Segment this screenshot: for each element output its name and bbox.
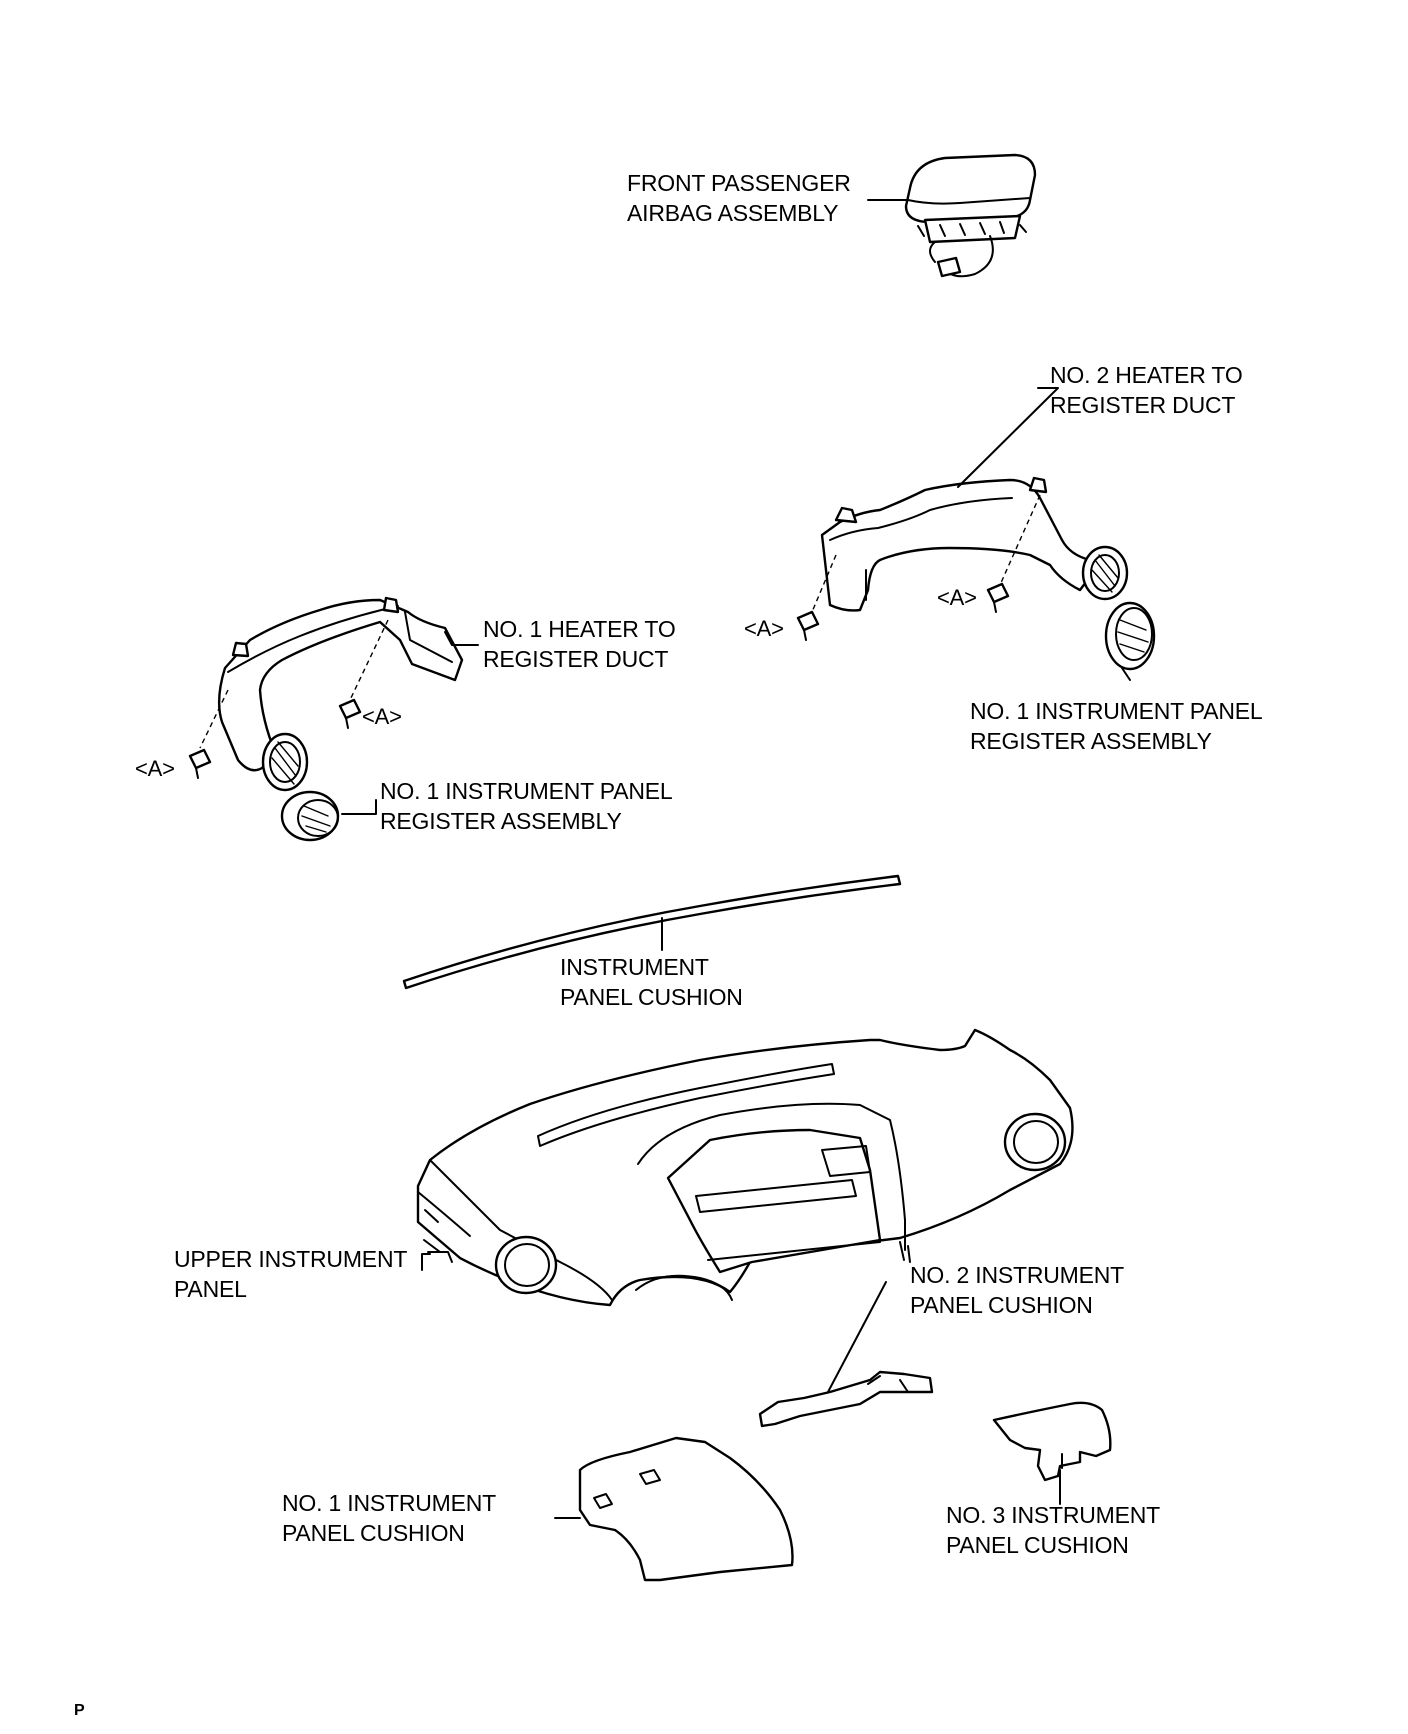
label-line: NO. 2 INSTRUMENT xyxy=(910,1262,1125,1288)
label-no1-heater-duct: NO. 1 HEATER TO REGISTER DUCT xyxy=(483,614,676,674)
screw-a-right-2 xyxy=(986,582,1010,613)
corner-mark: P xyxy=(74,1702,85,1719)
label-line: NO. 1 INSTRUMENT xyxy=(282,1490,497,1516)
register-left-drawing xyxy=(280,790,377,842)
no2-heater-duct-drawing xyxy=(811,476,1129,613)
label-screw-a: <A> xyxy=(744,616,784,641)
screw-a-right-1 xyxy=(796,610,820,641)
no1-heater-duct-drawing xyxy=(199,596,464,792)
label-screw-a: <A> xyxy=(135,756,175,781)
label-upper-instrument-panel: UPPER INSTRUMENT PANEL xyxy=(174,1244,407,1304)
upper-panel-leader xyxy=(421,1253,431,1271)
no3-cushion-drawing xyxy=(992,1401,1112,1505)
label-register-left: NO. 1 INSTRUMENT PANEL REGISTER ASSEMBLY xyxy=(380,776,673,836)
label-line: NO. 1 HEATER TO xyxy=(483,616,676,642)
duct2-leader xyxy=(957,387,1059,488)
label-line: REGISTER DUCT xyxy=(1050,392,1236,418)
label-line: PANEL CUSHION xyxy=(910,1292,1093,1318)
no1-cushion-drawing xyxy=(554,1436,794,1582)
register-right-drawing xyxy=(1104,601,1156,681)
label-line: REGISTER DUCT xyxy=(483,646,669,672)
label-line: NO. 1 INSTRUMENT PANEL xyxy=(380,778,673,804)
label-register-right: NO. 1 INSTRUMENT PANEL REGISTER ASSEMBLY xyxy=(970,696,1263,756)
label-line: FRONT PASSENGER xyxy=(627,170,851,196)
label-line: NO. 3 INSTRUMENT xyxy=(946,1502,1161,1528)
label-line: PANEL CUSHION xyxy=(946,1532,1129,1558)
label-line: PANEL CUSHION xyxy=(560,984,743,1010)
label-line: UPPER INSTRUMENT xyxy=(174,1246,408,1272)
label-front-passenger-airbag: FRONT PASSENGER AIRBAG ASSEMBLY xyxy=(627,168,851,228)
label-line: PANEL xyxy=(174,1276,247,1302)
upper-instrument-panel-drawing xyxy=(416,1028,1074,1307)
duct1-leader xyxy=(444,631,479,646)
label-line: PANEL CUSHION xyxy=(282,1520,465,1546)
label-line: REGISTER ASSEMBLY xyxy=(380,808,622,834)
screw-a-left-1 xyxy=(338,698,362,729)
label-instrument-panel-cushion: INSTRUMENT PANEL CUSHION xyxy=(560,952,743,1012)
label-line: AIRBAG ASSEMBLY xyxy=(627,200,839,226)
instrument-panel-cushion-drawing xyxy=(402,874,902,990)
label-no3-instrument-panel-cushion: NO. 3 INSTRUMENT PANEL CUSHION xyxy=(946,1500,1160,1560)
label-no1-instrument-panel-cushion: NO. 1 INSTRUMENT PANEL CUSHION xyxy=(282,1488,496,1548)
label-screw-a: <A> xyxy=(937,585,977,610)
no2-cushion-drawing xyxy=(758,1281,934,1428)
front-passenger-airbag-drawing xyxy=(867,153,1037,278)
label-line: INSTRUMENT xyxy=(560,954,709,980)
screw-a-left-2 xyxy=(188,748,212,779)
label-line: NO. 1 INSTRUMENT PANEL xyxy=(970,698,1263,724)
label-line: NO. 2 HEATER TO xyxy=(1050,362,1243,388)
label-line: REGISTER ASSEMBLY xyxy=(970,728,1212,754)
label-no2-instrument-panel-cushion: NO. 2 INSTRUMENT PANEL CUSHION xyxy=(910,1260,1124,1320)
label-no2-heater-duct: NO. 2 HEATER TO REGISTER DUCT xyxy=(1050,360,1243,420)
label-screw-a: <A> xyxy=(362,704,402,729)
